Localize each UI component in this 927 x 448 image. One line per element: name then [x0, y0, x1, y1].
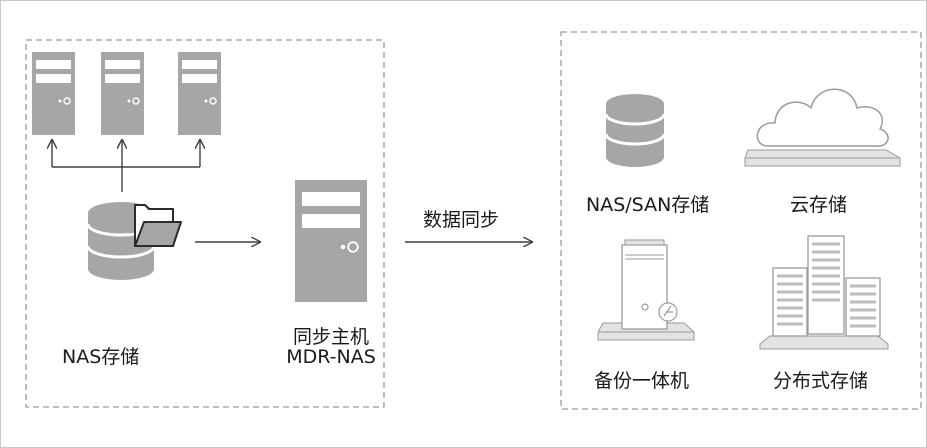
- backup-appliance-label: 备份一体机: [594, 370, 690, 392]
- source-group-box: [25, 39, 385, 408]
- nas-storage-label: NAS存储: [62, 346, 140, 368]
- client-server-3-icon: [178, 52, 221, 135]
- nas-san-storage-label: NAS/SAN存储: [586, 194, 710, 216]
- client-server-1-icon: [32, 52, 75, 135]
- client-server-2-icon: [101, 52, 144, 135]
- distributed-storage-label: 分布式存储: [773, 370, 869, 392]
- nas-san-database-icon: [604, 94, 666, 167]
- target-group-box: [560, 31, 922, 410]
- distributed-storage-icon: [759, 235, 889, 350]
- cloud-storage-icon: [744, 88, 901, 167]
- distribution-connector: [52, 139, 200, 192]
- sync-host-model-label: MDR-NAS: [286, 346, 376, 368]
- sync-host-server-icon: [295, 180, 367, 302]
- cloud-storage-label: 云存储: [790, 194, 848, 216]
- data-sync-label: 数据同步: [423, 209, 500, 231]
- sync-host-label: 同步主机: [292, 326, 370, 348]
- backup-appliance-icon: [597, 239, 695, 341]
- folder-icon: [134, 204, 182, 247]
